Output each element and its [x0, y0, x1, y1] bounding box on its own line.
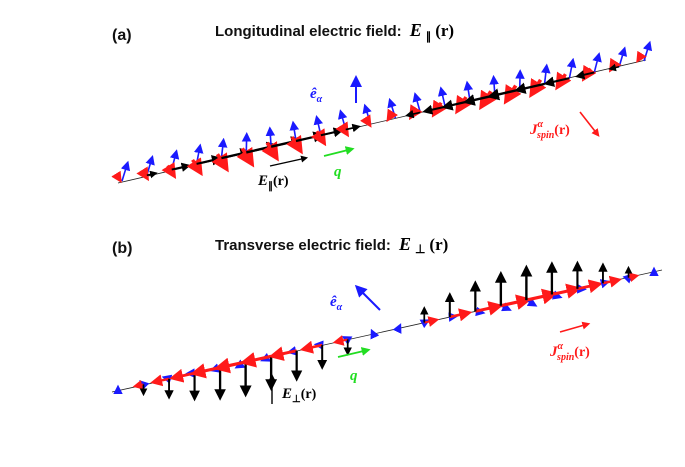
field-arrow — [171, 162, 191, 172]
spin-current-arrow-a — [579, 111, 600, 137]
spin-arrow — [489, 74, 499, 96]
field-arrow — [608, 63, 620, 72]
field-arrow — [441, 99, 471, 111]
spin-arrow — [169, 149, 180, 170]
current-arrow — [132, 379, 144, 390]
e-alpha-arrow-b — [354, 284, 381, 311]
current-arrow — [526, 288, 559, 305]
spin-arrow — [541, 63, 551, 84]
spin-arrow — [392, 323, 402, 334]
spin-chain-b — [113, 260, 659, 402]
current-arrow — [628, 272, 640, 283]
current-arrow — [239, 352, 272, 368]
panel-b: (b) Transverse electric field: E ⊥ (r) ê… — [111, 234, 663, 405]
spin-arrow — [370, 328, 380, 340]
current-arrow — [190, 363, 221, 379]
panel-a-title: Longitudinal electric field: E ∥ (r) — [215, 20, 454, 44]
current-arrow — [551, 283, 582, 299]
q-arrow-b — [337, 347, 371, 358]
current-arrow — [299, 340, 323, 354]
spin-arrow — [617, 46, 628, 67]
field-arrow — [543, 76, 570, 87]
field-arrow — [146, 170, 158, 179]
current-arrow — [408, 104, 423, 121]
current-arrow — [268, 346, 297, 361]
current-arrow — [169, 368, 195, 383]
spin-arrow — [120, 160, 131, 182]
current-arrow — [150, 374, 170, 387]
field-arrow — [345, 123, 361, 133]
panel-a-tag: (a) — [112, 27, 132, 44]
current-arrow — [236, 146, 255, 168]
current-arrow — [136, 166, 150, 182]
current-arrow — [636, 50, 647, 63]
spin-arrow — [642, 40, 653, 62]
current-arrow — [335, 121, 350, 138]
panel-a: (a) Longitudinal electric field: E ∥ (r)… — [111, 20, 653, 192]
field-arrow — [405, 109, 421, 119]
field-arrow — [295, 131, 325, 143]
current-arrow — [111, 170, 122, 183]
current-arrow — [424, 316, 440, 327]
current-arrow — [359, 114, 372, 128]
field-arrow — [320, 127, 344, 138]
current-arrow — [602, 275, 622, 288]
e-alpha-label-b: êα — [330, 294, 343, 313]
spin-arrow — [566, 57, 577, 79]
current-arrow — [577, 279, 603, 294]
spin-current-arrow-b — [559, 321, 591, 333]
current-arrow — [386, 108, 399, 123]
panel-b-title: Transverse electric field: E ⊥ (r) — [215, 234, 448, 257]
field-arrow — [513, 82, 545, 94]
spin-arrow — [145, 154, 155, 176]
efield-label-a: E∥(r) — [257, 173, 289, 192]
e-alpha-label-a: êα — [310, 86, 323, 105]
panel-b-tag: (b) — [112, 240, 132, 257]
current-arrow — [449, 308, 473, 322]
q-arrow-a — [323, 146, 355, 157]
field-arrow — [575, 70, 595, 80]
current-arrow — [186, 157, 203, 177]
efield-arrow-a — [269, 155, 309, 167]
spin-arrow — [463, 80, 474, 102]
spin-chain-a — [111, 40, 653, 183]
q-label-a: q — [334, 164, 342, 180]
spin-arrow — [592, 52, 602, 73]
current-arrow — [286, 134, 303, 155]
current-arrow — [332, 335, 348, 346]
q-label-b: q — [350, 368, 358, 384]
spin-arrow — [217, 137, 228, 159]
field-arrow — [196, 155, 223, 166]
efield-label-b: E⊥(r) — [281, 386, 317, 405]
current-arrow — [475, 301, 504, 316]
current-arrow — [500, 294, 533, 310]
current-arrow — [261, 141, 279, 162]
current-arrow — [211, 152, 229, 173]
current-arrow — [310, 128, 327, 147]
current-arrow — [161, 162, 177, 179]
spin-arrow — [193, 143, 204, 165]
